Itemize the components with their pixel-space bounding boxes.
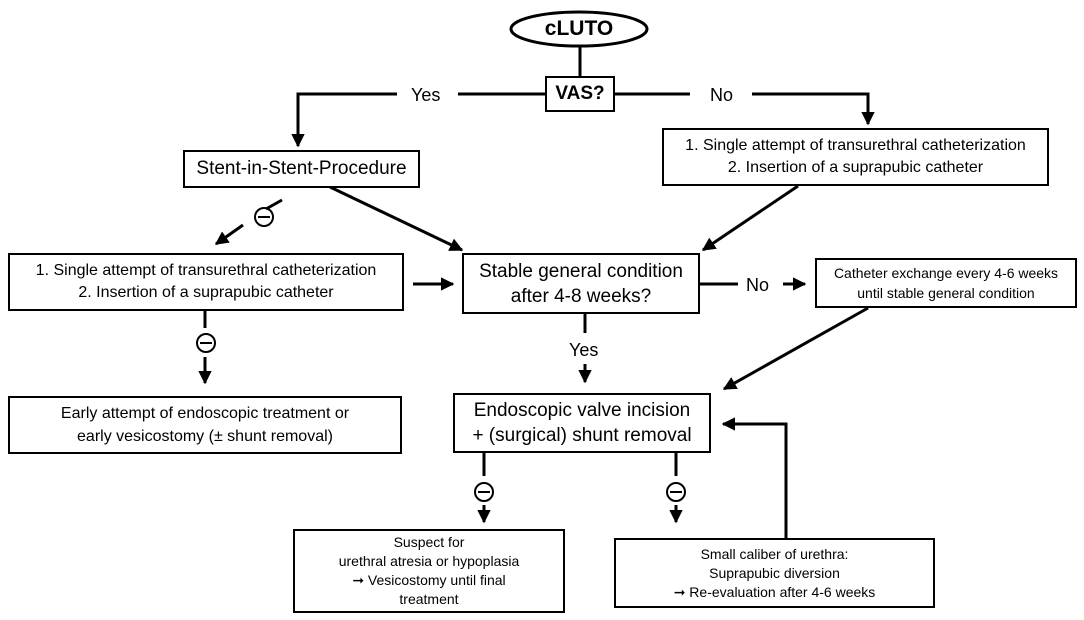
node-catheterization-right-line-1: 1. Single attempt of transurethral cathe… (685, 137, 1026, 154)
node-catheterization-right-line-2: 2. Insertion of a suprapubic catheter (727, 159, 984, 176)
decision-vas-label: VAS? (555, 83, 605, 104)
connector-caliber-valve (721, 417, 788, 538)
node-catheterization-right: 1. Single attempt of transurethral cathe… (662, 128, 1049, 186)
connector-cathright-stable (701, 184, 799, 252)
node-suspect-atresia-line-4: treatment (399, 591, 459, 607)
node-stable-condition-line-2: after 4-8 weeks? (510, 285, 652, 307)
node-suspect-atresia-line-3: ➞ Vesicostomy until final (352, 572, 506, 588)
label-yes-down: Yes (569, 340, 599, 360)
label-no-top: No (710, 85, 734, 105)
node-catheter-exchange-line-2: until stable general condition (857, 285, 1035, 301)
node-small-caliber-line-3: ➞ Re-evaluation after 4-6 weeks (673, 583, 876, 600)
negative-symbol-icon (474, 482, 494, 502)
node-catheterization-left-line-1: 1. Single attempt of transurethral cathe… (35, 262, 377, 279)
negative-symbol-icon (666, 482, 686, 502)
node-stable-condition-line-1: Stable general condition (479, 260, 683, 282)
label-no-right: No (746, 275, 770, 295)
node-suspect-atresia-line-2: urethral atresia or hypoplasia (338, 553, 520, 569)
connector-stent-neg-b (214, 223, 244, 246)
negative-symbol-icon (254, 207, 274, 227)
node-stent-procedure-label: Stent-in-Stent-Procedure (196, 158, 407, 179)
node-early-attempt-line-2: early vesicostomy (± shunt removal) (77, 428, 333, 445)
node-suspect-atresia: Suspect for urethral atresia or hypoplas… (293, 529, 565, 613)
node-stent-procedure: Stent-in-Stent-Procedure (183, 150, 420, 188)
node-stable-condition: Stable general condition after 4-8 weeks… (462, 253, 700, 314)
node-suspect-atresia-line-1: Suspect for (393, 534, 465, 550)
node-valve-incision-line-1: Endoscopic valve incision (473, 400, 691, 421)
connector-no-right-b (752, 92, 875, 126)
start-ellipse (509, 10, 649, 48)
node-small-caliber-line-2: Suprapubic diversion (709, 564, 840, 581)
node-small-caliber: Small caliber of urethra: Suprapubic div… (614, 538, 935, 608)
node-catheterization-left-line-2: 2. Insertion of a suprapubic catheter (78, 284, 334, 301)
label-yes-top: Yes (411, 85, 441, 105)
start-terminal-label: cLUTO (544, 17, 614, 40)
node-valve-incision-line-2: + (surgical) shunt removal (472, 425, 692, 446)
node-early-attempt: Early attempt of endoscopic treatment or… (8, 396, 402, 454)
node-catheter-exchange-line-1: Catheter exchange every 4-6 weeks (833, 265, 1059, 281)
node-small-caliber-line-1: Small caliber of urethra: (700, 545, 849, 562)
connector-yes-left-b (291, 92, 397, 148)
negative-symbol-icon (196, 333, 216, 353)
decision-vas: VAS? (545, 76, 615, 112)
node-catheter-exchange: Catheter exchange every 4-6 weeks until … (815, 258, 1077, 308)
node-early-attempt-line-1: Early attempt of endoscopic treatment or (60, 405, 350, 422)
connector-stent-stable (329, 185, 464, 252)
node-valve-incision: Endoscopic valve incision + (surgical) s… (453, 393, 711, 453)
node-catheterization-left: 1. Single attempt of transurethral cathe… (8, 253, 404, 311)
connector-exchange-valve (722, 306, 869, 391)
